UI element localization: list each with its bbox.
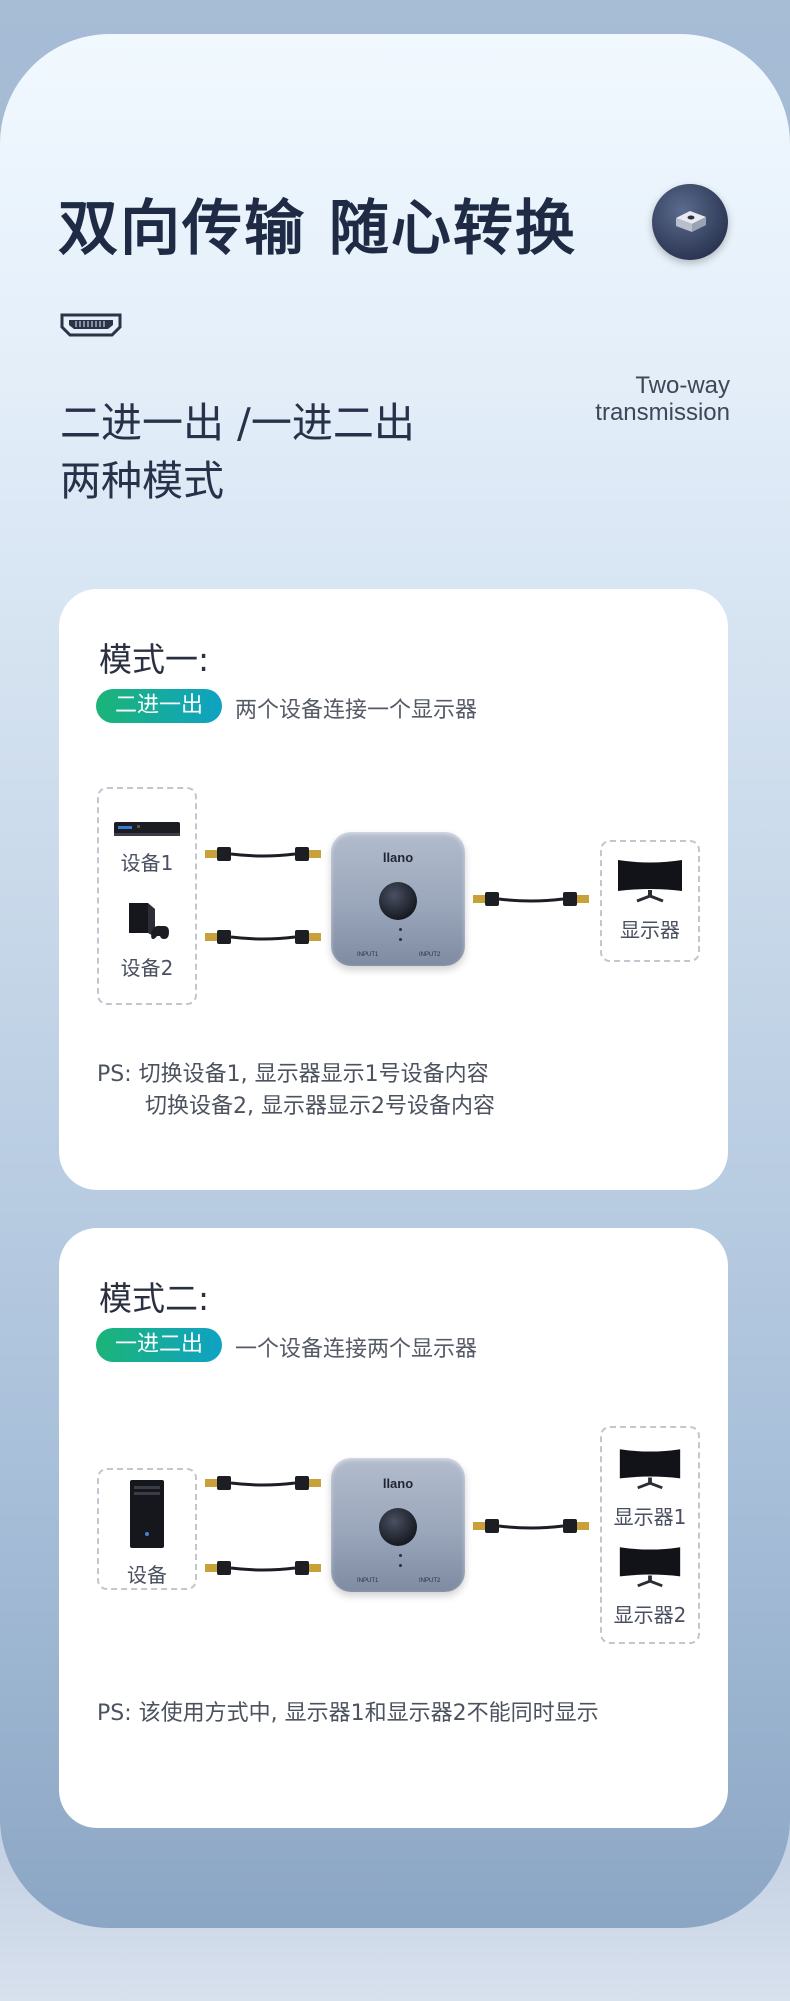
switch-button: [379, 1508, 417, 1546]
port-label-2: INPUT2: [419, 1578, 441, 1584]
switch-device-icon: [652, 184, 728, 260]
hdmi-cable-icon: [205, 847, 321, 861]
monitor-1-label: 显示器1: [613, 1505, 687, 1529]
device: 设备: [97, 1478, 197, 1588]
monitor-2-label: 显示器2: [613, 1603, 687, 1627]
device-2: 设备2: [97, 899, 197, 981]
pc-tower-icon: [130, 1480, 164, 1548]
device-1-label: 设备1: [120, 851, 174, 875]
indicator-dot: [399, 928, 402, 931]
curved-monitor-icon: [619, 1449, 681, 1490]
hdmi-port-icon: [60, 313, 122, 341]
curved-monitor-icon: [619, 1547, 681, 1588]
hdmi-cable-icon: [205, 1561, 321, 1575]
output-monitor-box: [600, 840, 700, 962]
tagline: Two-way transmission: [595, 372, 730, 426]
page-title: 双向传输 随心转换: [58, 194, 577, 264]
switch-device: llano INPUT1 INPUT2: [331, 1458, 465, 1592]
game-console-icon: [129, 903, 169, 939]
mode2-description: 一个设备连接两个显示器: [235, 1337, 478, 1362]
monitor-label: 显示器: [620, 918, 680, 942]
port-label-1: INPUT1: [357, 1578, 379, 1584]
tagline-line-2: transmission: [595, 399, 730, 426]
curved-monitor-icon: [618, 860, 682, 903]
hdmi-cable-icon: [205, 1476, 321, 1490]
subtitle-line-1: 二进一出 /一进二出: [60, 399, 415, 447]
device-label: 设备: [127, 1563, 167, 1587]
mode2-badge: 一进二出: [96, 1328, 222, 1362]
subtitle-line-2: 两种模式: [60, 457, 224, 505]
mode1-note-line-1: PS: 切换设备1, 显示器显示1号设备内容: [97, 1062, 489, 1087]
mode1-title: 模式一:: [99, 640, 210, 679]
indicator-dot: [399, 1564, 402, 1567]
page-subtitle: 二进一出 /一进二出 两种模式: [60, 394, 415, 510]
device-1: 设备1: [97, 819, 197, 876]
mode1-note-line-2: 切换设备2, 显示器显示2号设备内容: [145, 1094, 495, 1119]
tagline-line-1: Two-way: [635, 372, 730, 399]
hdmi-cable-icon: [473, 892, 589, 906]
mode2-title: 模式二:: [99, 1279, 210, 1318]
mode2-note: PS: 该使用方式中, 显示器1和显示器2不能同时显示: [97, 1698, 599, 1730]
switch-device: llano INPUT1 INPUT2: [331, 832, 465, 966]
indicator-dot: [399, 938, 402, 941]
indicator-dot: [399, 1554, 402, 1557]
mode2-note-line-1: PS: 该使用方式中, 显示器1和显示器2不能同时显示: [97, 1701, 599, 1726]
mode2-card: 模式二: 一进二出 一个设备连接两个显示器 设备 llano INPUT1 IN…: [59, 1228, 728, 1828]
port-label-1: INPUT1: [357, 952, 379, 958]
switch-brand: llano: [382, 850, 414, 865]
switch-brand: llano: [382, 1476, 414, 1491]
device-2-label: 设备2: [120, 956, 174, 980]
mode1-description: 两个设备连接一个显示器: [235, 698, 478, 723]
hdmi-cable-icon: [473, 1519, 589, 1533]
monitor-1: 显示器1: [600, 1446, 700, 1530]
monitor: 显示器: [600, 857, 700, 943]
mode1-badge: 二进一出: [96, 689, 222, 723]
hdmi-cable-icon: [205, 930, 321, 944]
set-top-box-icon: [114, 822, 180, 836]
monitor-2: 显示器2: [600, 1544, 700, 1628]
switch-button: [379, 882, 417, 920]
port-label-2: INPUT2: [419, 952, 441, 958]
mode1-note: PS: 切换设备1, 显示器显示1号设备内容 切换设备2, 显示器显示2号设备内…: [97, 1059, 495, 1123]
mode1-card: 模式一: 二进一出 两个设备连接一个显示器 设备1 设备2 llano: [59, 589, 728, 1190]
